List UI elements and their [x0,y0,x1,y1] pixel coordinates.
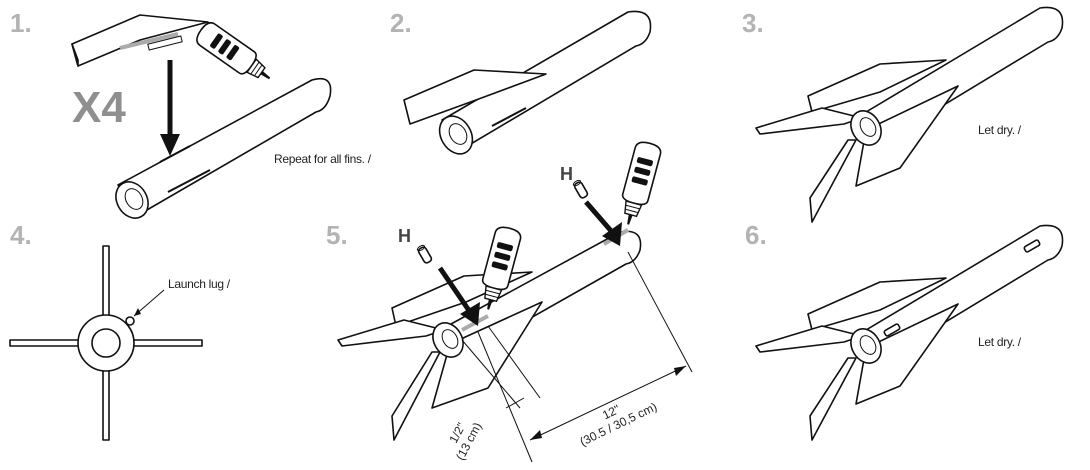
fin [71,14,209,67]
step-3-illustration: Let dry. / [755,6,1064,223]
fin [431,301,543,409]
step-6-note: Let dry. / [978,335,1022,349]
glue-line [119,32,179,50]
step-4-illustration: Launch lug / [9,245,252,441]
launch-lug [1023,239,1041,253]
fin [337,319,445,347]
fin [809,139,857,223]
short-dimension-label: 1/2" (13 cm) [446,420,484,462]
quantity-multiplier: X4 [72,83,126,132]
down-arrow-icon [584,200,614,234]
step-5-illustration: H H 1/2" (13 cm) 12" ( [337,139,693,463]
body-tube [441,10,652,149]
body-tube [117,77,332,215]
down-arrow-icon [437,266,473,314]
fin-end-view [102,245,110,322]
fin [403,69,547,125]
fin [807,277,947,331]
step-1-illustration: X4 Repeat for all fins. / [71,14,372,219]
glue-bottle-icon [192,18,278,90]
step-6-illustration: Let dry. / [755,224,1064,441]
part-label-h: H [560,164,573,184]
part-label-h: H [398,226,411,246]
fin [755,325,863,353]
launch-lug-callout: Launch lug / [168,277,231,291]
step-6-number: 6. [745,220,767,250]
fin-end-view [129,339,203,347]
fin [809,357,857,441]
fin [855,303,959,405]
step-5-number: 5. [326,220,348,250]
fin-end-view [102,365,110,441]
fin-slot-line [159,145,191,163]
step-3-number: 3. [742,8,764,38]
fin-end-view [9,339,81,347]
launch-lug [883,323,901,337]
step-1-number: 1. [10,8,32,38]
dimension-lines [461,251,693,463]
step-3-note: Let dry. / [978,123,1022,137]
long-dimension-label: 12" (30.5 / 30,5 cm) [578,399,660,448]
step-2-number: 2. [390,8,412,38]
fin [807,59,947,113]
step-4-number: 4. [10,220,32,250]
launch-lug [125,316,135,326]
launch-lug-piece [416,244,433,264]
fin [755,107,863,135]
glue-bottle-icon [614,139,664,229]
launch-lug-piece [572,179,589,199]
step-1-note: Repeat for all fins. / [274,152,372,166]
fin-slot-line [167,169,211,193]
step-2-illustration [403,10,652,155]
fin-slot-line [491,107,527,127]
dim-long-value: 12" [600,402,622,422]
fin [391,351,441,441]
fin [855,85,959,187]
